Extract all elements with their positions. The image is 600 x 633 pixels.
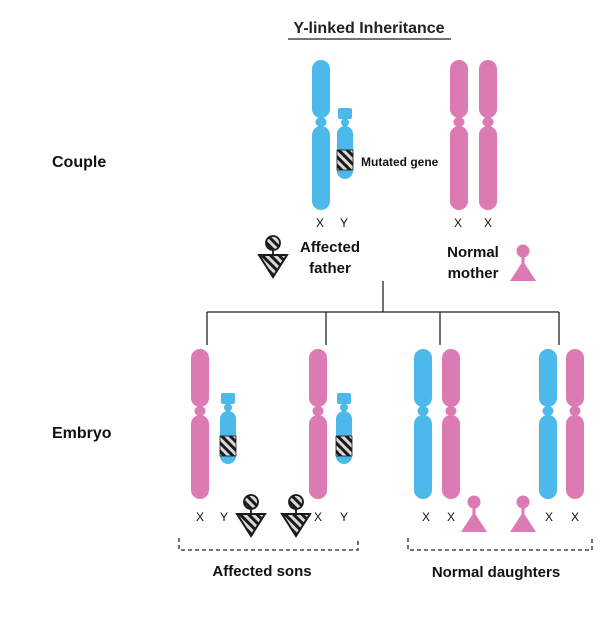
son2-x-label: X [314,510,322,524]
mother-x-chromosome-2 [479,60,497,210]
affected-sons-label: Affected sons [212,563,311,580]
affected-father-male-icon [258,235,288,278]
father-gene-marker-icon [336,149,354,171]
daughter2-x-label-1: X [545,510,553,524]
son2-male-icon [281,494,311,537]
son1-x-label: X [196,510,204,524]
daughter2-x-chromosome-blue [539,349,557,499]
son1-male-icon [236,494,266,537]
daughter2-x-label-2: X [571,510,579,524]
sons-bracket [178,538,359,551]
father-x-chromosome [312,60,330,210]
daughter2-female-icon [510,495,536,532]
diagram-title: Y-linked Inheritance [293,20,444,37]
daughter1-female-icon [461,495,487,532]
son1-gene-marker-icon [219,435,237,457]
row-label-embryo: Embryo [52,425,112,442]
son2-gene-marker-icon [335,435,353,457]
father-label-line2: father [309,260,351,277]
father-x-label: X [316,216,324,230]
mother-label-line1: Normal [447,244,499,261]
normal-daughters-label: Normal daughters [432,564,560,581]
normal-mother-female-icon [510,244,536,281]
daughter1-x-chromosome-pink [442,349,460,499]
mutated-gene-label: Mutated gene [361,155,439,169]
mother-x-label-2: X [484,216,492,230]
son1-x-chromosome [191,349,209,499]
daughter1-x-label-1: X [422,510,430,524]
son2-y-label: Y [340,510,348,524]
son2-x-chromosome [309,349,327,499]
daughter1-x-label-2: X [447,510,455,524]
daughter1-x-chromosome-blue [414,349,432,499]
mother-x-label-1: X [454,216,462,230]
father-label-line1: Affected [300,239,360,256]
mother-label-line2: mother [448,265,499,282]
daughter2-x-chromosome-pink [566,349,584,499]
row-label-couple: Couple [52,154,106,171]
son1-y-label: Y [220,510,228,524]
pedigree-lines [206,281,560,345]
daughters-bracket [407,538,593,551]
mother-x-chromosome-1 [450,60,468,210]
father-y-label: Y [340,216,348,230]
